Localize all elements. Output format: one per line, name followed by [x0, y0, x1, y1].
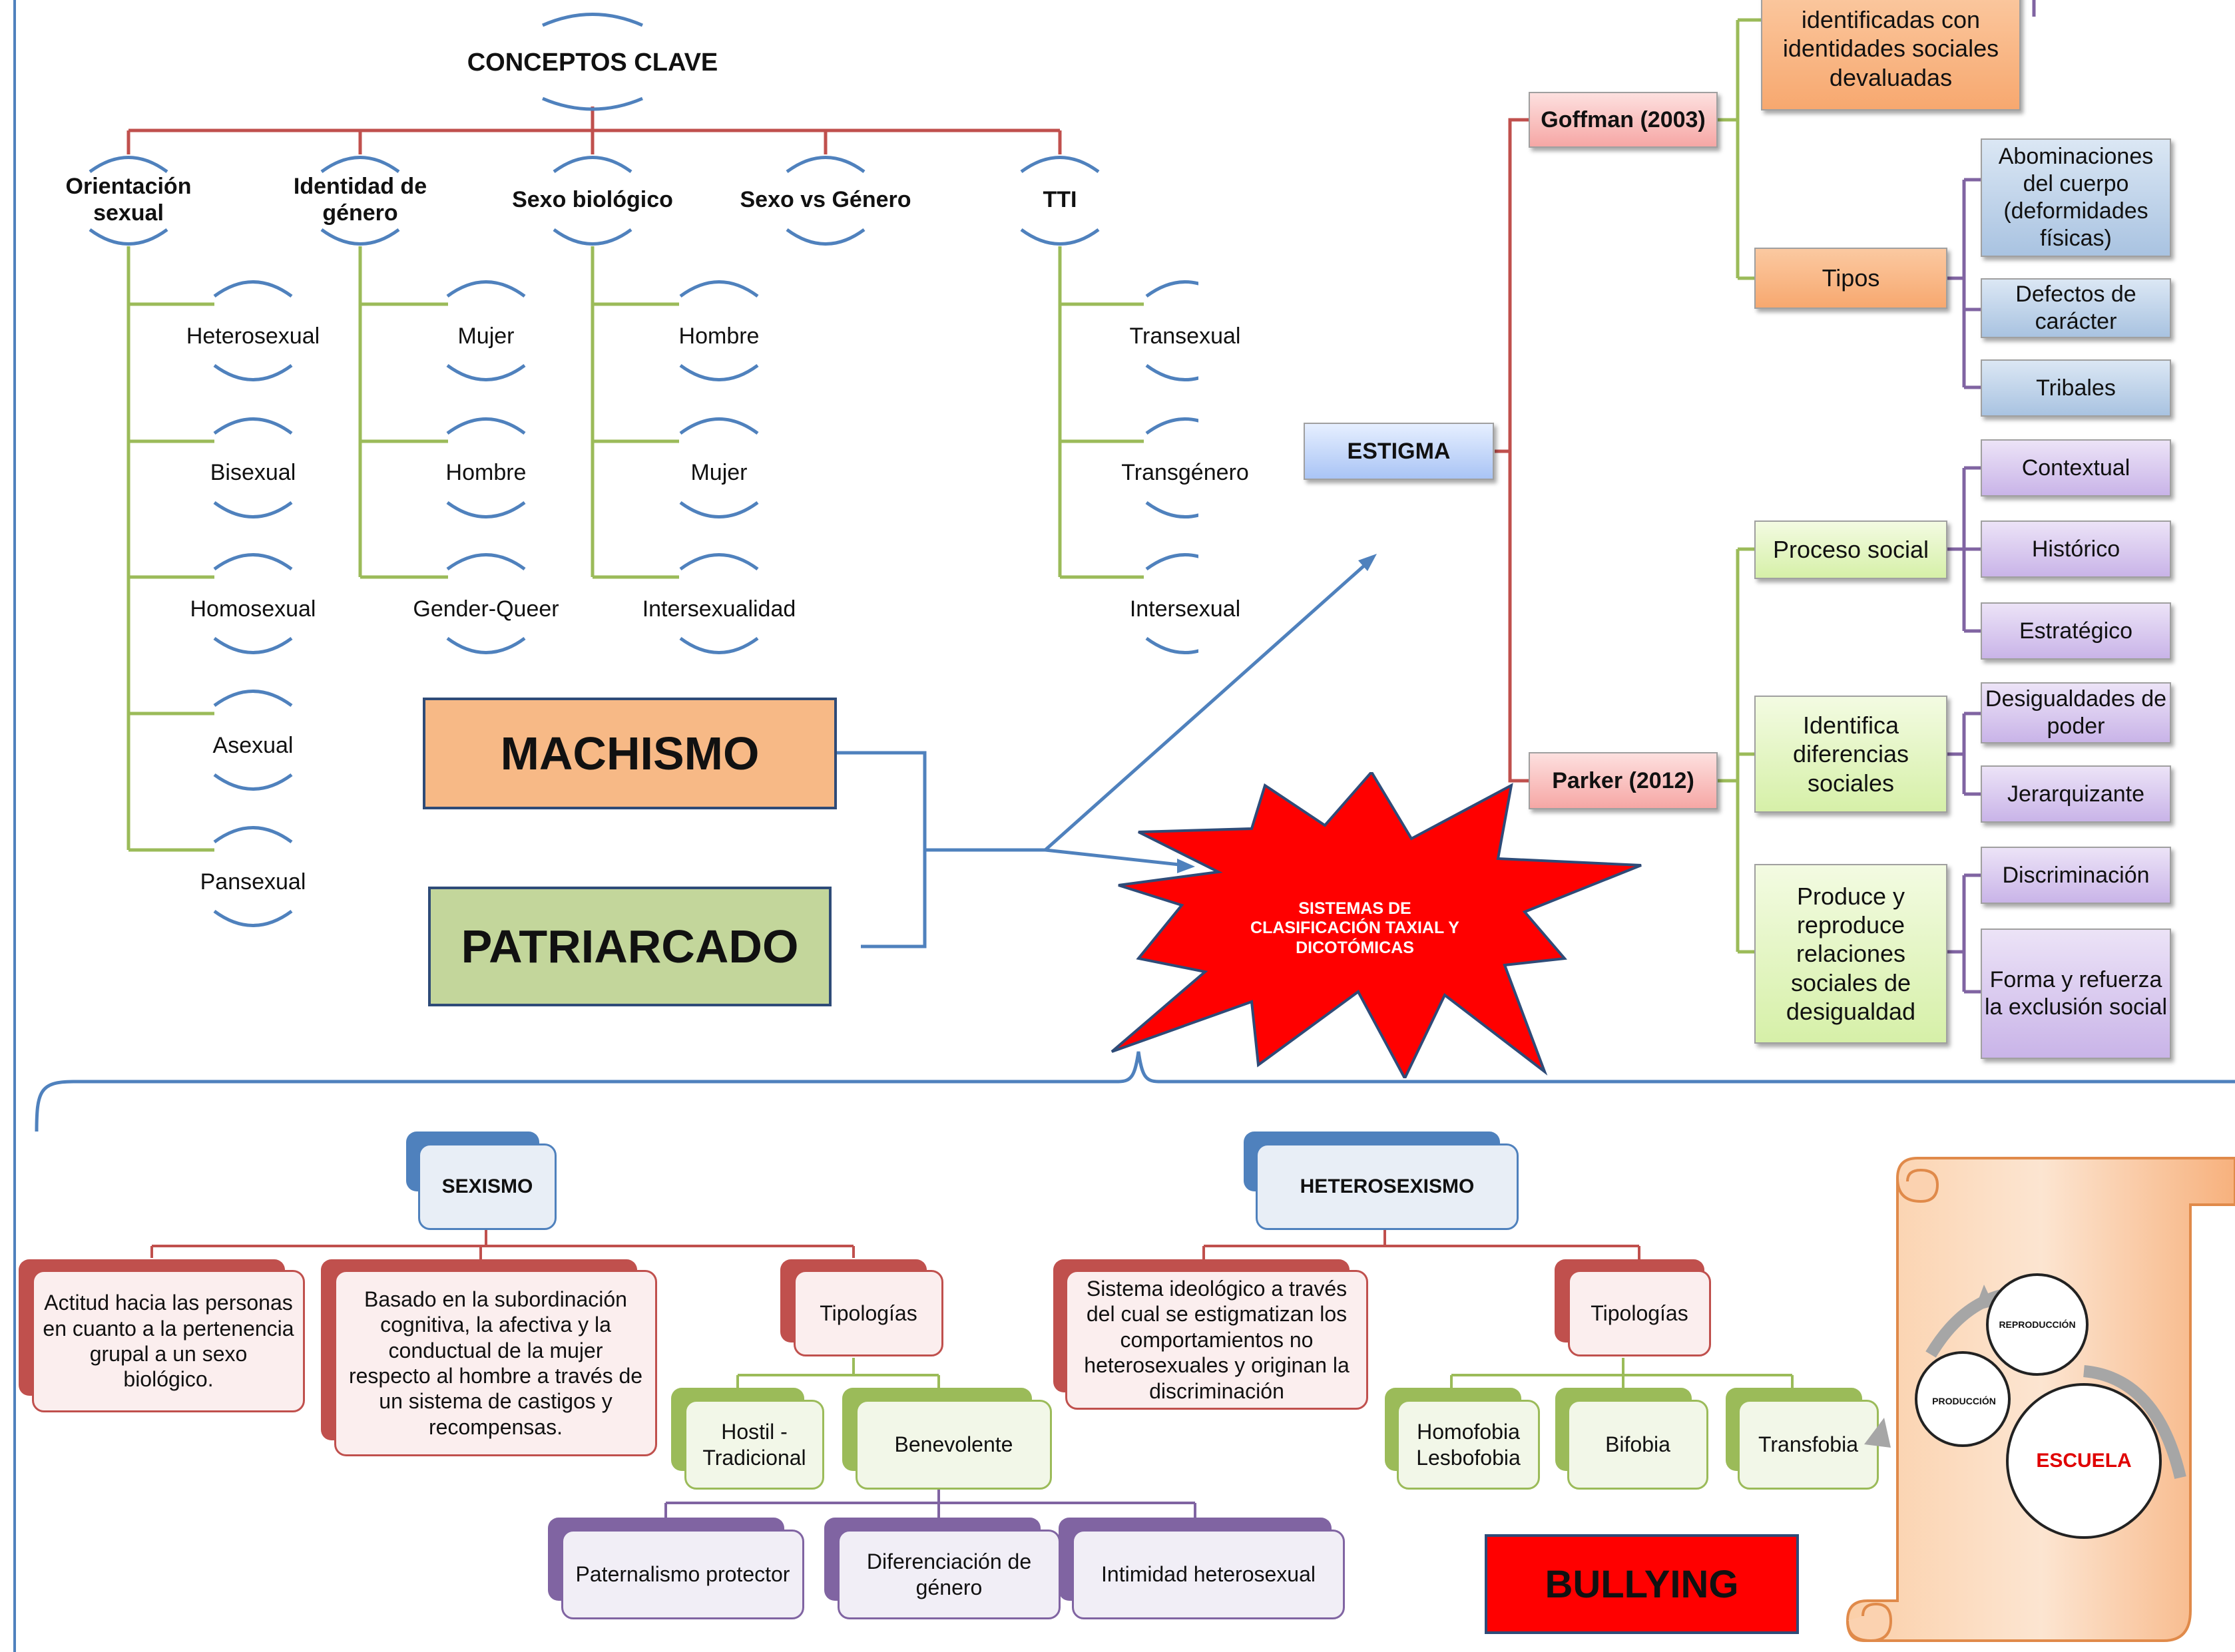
leaf-arc-bottom [446, 363, 526, 381]
leaf-arc-top [1145, 280, 1198, 298]
leaf-arc-top [1145, 553, 1198, 571]
leaf-homosexual: Homosexual [190, 596, 316, 622]
patriarcado-box: PATRIARCADO [428, 887, 832, 1006]
leaf-pansexual: Pansexual [200, 869, 306, 895]
bullying-box: BULLYING [1485, 1534, 1799, 1634]
item-historico: Histórico [1981, 520, 2171, 578]
goffman-top-box: identificadas con identidades sociales d… [1761, 0, 2021, 110]
branch-sexo-vs-genero: Sexo vs Género [740, 186, 911, 212]
proceso-social-node: Proceso social [1754, 520, 1947, 579]
leaf-arc-bottom [679, 636, 759, 654]
bracket-ornaments [89, 13, 1198, 927]
gear-produccion-label: PRODUCCIÓN [1932, 1395, 1996, 1406]
scroll-illustration [1846, 1157, 2235, 1643]
identifica-diferencias-node: Identifica diferencias sociales [1754, 696, 1947, 813]
branch-orientacion-sexual: Orientación sexual [65, 173, 192, 226]
leaf-arc-bottom [1145, 363, 1198, 381]
sexismo-node: SEXISMO [418, 1143, 557, 1230]
leaf-arc-top [213, 826, 293, 844]
heterosexismo-definition: Sistema ideológico a través del cual se … [1065, 1270, 1368, 1410]
estigma-node: ESTIGMA [1304, 423, 1494, 480]
item-exclusion-social: Forma y refuerza la exclusión social [1981, 929, 2171, 1059]
parker-node: Parker (2012) [1529, 752, 1718, 809]
leaf-transgenero: Transgénero [1121, 459, 1249, 485]
item-discriminacion: Discriminación [1981, 847, 2171, 904]
leaf-gender-queer: Gender-Queer [413, 596, 559, 622]
machismo-box: MACHISMO [423, 698, 837, 809]
leaf-hombre: Hombre [445, 459, 527, 485]
leaf-hombre-bio: Hombre [678, 323, 760, 349]
tipo-bifobia: Bifobia [1567, 1400, 1708, 1490]
leaf-arc-top [213, 417, 293, 435]
leaf-arc-top [679, 280, 759, 298]
heterosexismo-tipologias: Tipologías [1568, 1270, 1711, 1356]
leaf-arc-top [213, 553, 293, 571]
leaf-arc-top [679, 553, 759, 571]
leaf-arc-bottom [1145, 501, 1198, 518]
sexismo-definition-1: Actitud hacia las personas en cuanto a l… [32, 1270, 305, 1412]
leaf-arc-top [1145, 417, 1198, 435]
leaf-bisexual: Bisexual [210, 459, 296, 485]
leaf-arc-bottom [679, 501, 759, 518]
leaf-arc-top [679, 417, 759, 435]
tipo-hostil-tradicional: Hostil - Tradicional [684, 1400, 824, 1490]
goffman-node: Goffman (2003) [1529, 92, 1718, 148]
leaf-arc-bottom [679, 363, 759, 381]
tipo-tribales: Tribales [1981, 359, 2171, 417]
leaf-heterosexual: Heterosexual [186, 323, 320, 349]
leaf-arc-top [213, 280, 293, 298]
leaf-arc-bottom [213, 363, 293, 381]
tipo-transfobia: Transfobia [1738, 1400, 1879, 1490]
tipo-benevolente: Benevolente [856, 1400, 1052, 1490]
sexismo-definition-2: Basado en la subordinación cognitiva, la… [334, 1270, 657, 1456]
tipos-node: Tipos [1754, 248, 1947, 309]
tipo-abominaciones: Abominaciones del cuerpo (deformidades f… [1981, 138, 2171, 257]
leaf-arc-top [446, 280, 526, 298]
leaf-arc-top [446, 417, 526, 435]
leaf-intersexual: Intersexual [1129, 596, 1241, 622]
item-diferenciacion-genero: Diferenciación de género [838, 1530, 1061, 1619]
item-contextual: Contextual [1981, 439, 2171, 497]
leaf-mujer-bio: Mujer [690, 459, 748, 485]
item-jerarquizante: Jerarquizante [1981, 765, 2171, 823]
leaf-arc-bottom [1145, 636, 1198, 654]
leaf-arc-top [213, 690, 293, 708]
item-estrategico: Estratégico [1981, 602, 2171, 660]
leaf-arc-top [446, 553, 526, 571]
starburst-label: SISTEMAS DE CLASIFICACIÓN TAXIAL Y DICOT… [1250, 899, 1459, 957]
branch-identidad-genero: Identidad de género [293, 173, 427, 226]
page-title: CONCEPTOS CLAVE [467, 48, 718, 77]
leaf-arc-bottom [446, 501, 526, 518]
heterosexismo-node: HETEROSEXISMO [1256, 1143, 1519, 1230]
tipo-defectos-caracter: Defectos de carácter [1981, 278, 2171, 338]
leaf-arc-bottom [213, 636, 293, 654]
leaf-arc-bottom [213, 909, 293, 927]
leaf-transexual: Transexual [1129, 323, 1241, 349]
leaf-arc-bottom [213, 501, 293, 518]
item-paternalismo-protector: Paternalismo protector [561, 1530, 804, 1619]
sexismo-tipologias: Tipologías [794, 1270, 943, 1356]
leaf-arc-bottom [446, 636, 526, 654]
starburst-shape [1111, 772, 1642, 1078]
leaf-intersexualidad: Intersexualidad [642, 596, 796, 622]
item-intimidad-heterosexual: Intimidad heterosexual [1072, 1530, 1345, 1619]
item-desigualdades-poder: Desigualdades de poder [1981, 682, 2171, 743]
produce-reproduce-node: Produce y reproduce relaciones sociales … [1754, 864, 1947, 1044]
gear-escuela-label: ESCUELA [2036, 1450, 2132, 1472]
leaf-asexual: Asexual [212, 732, 294, 758]
branch-tti: TTI [1043, 186, 1077, 212]
branch-sexo-biologico: Sexo biológico [512, 186, 673, 212]
leaf-arc-bottom [213, 773, 293, 791]
tipo-homofobia-lesbofobia: Homofobia Lesbofobia [1397, 1400, 1540, 1490]
leaf-mujer: Mujer [457, 323, 515, 349]
gear-reproduccion-label: REPRODUCCIÓN [1999, 1319, 2076, 1330]
